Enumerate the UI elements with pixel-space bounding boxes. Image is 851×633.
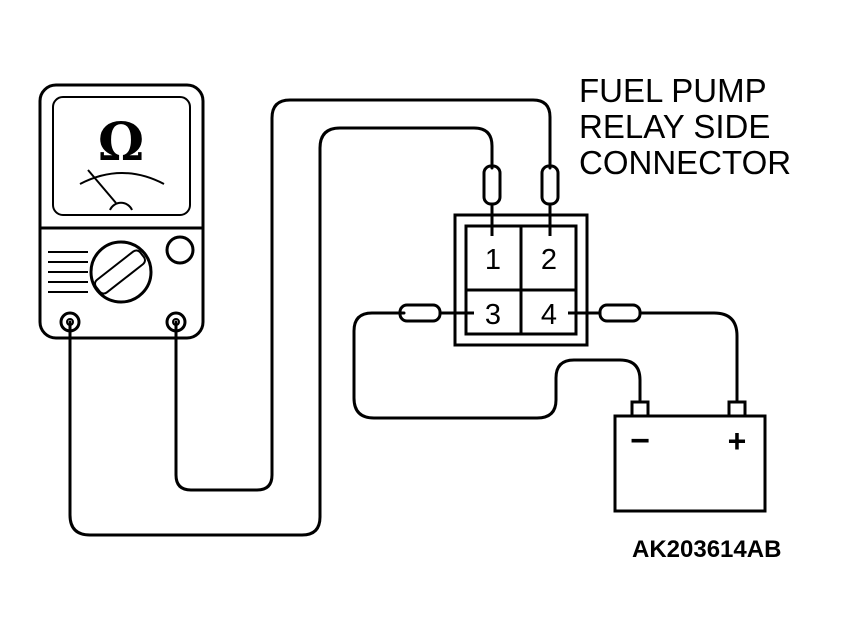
wire-pin-4-to-battery-positive [638, 311, 739, 402]
pin-3-label: 3 [485, 299, 501, 331]
pin-4-label: 4 [541, 299, 557, 331]
battery-negative-label: − [630, 422, 650, 460]
meter-scale-arc [79, 172, 165, 185]
title-line-3: CONNECTOR [579, 144, 791, 181]
needle-pivot [109, 201, 133, 211]
battery-case [613, 414, 767, 513]
knob-pointer [94, 249, 146, 295]
jumper-pin-3 [398, 303, 474, 323]
battery-positive-terminal [727, 400, 747, 418]
ohmmeter: Ω [38, 83, 205, 340]
ohm-symbol: Ω [98, 112, 144, 173]
battery: − + [613, 400, 767, 513]
jumper-pin-4 [568, 303, 642, 323]
probe-pin-1 [482, 164, 502, 236]
wire-pin-3-to-battery-negative [352, 311, 642, 420]
title-line-2: RELAY SIDE [579, 108, 770, 145]
pin-2-label: 2 [541, 244, 557, 276]
meter-body [38, 83, 205, 340]
relay-connector: 1 2 3 4 [453, 213, 589, 347]
connector-housing [453, 213, 589, 347]
figure-reference-code: AK203614AB [632, 536, 781, 563]
zero-adjust-knob [165, 235, 195, 265]
meter-terminal-left [59, 311, 81, 333]
battery-negative-terminal [630, 400, 650, 418]
wire-meter-right-to-pin-2 [174, 98, 552, 492]
range-selector-knob [89, 240, 153, 304]
meter-terminal-right [165, 311, 187, 333]
connector-title: FUEL PUMP RELAY SIDE CONNECTOR [579, 72, 791, 181]
meter-display [52, 96, 191, 216]
probe-pin-2 [540, 164, 560, 236]
title-line-1: FUEL PUMP [579, 72, 767, 109]
battery-positive-label: + [728, 423, 747, 459]
meter-needle [87, 169, 117, 204]
wire-meter-left-to-pin-1 [68, 126, 494, 537]
range-marks [48, 251, 88, 293]
pin-1-label: 1 [485, 244, 501, 276]
